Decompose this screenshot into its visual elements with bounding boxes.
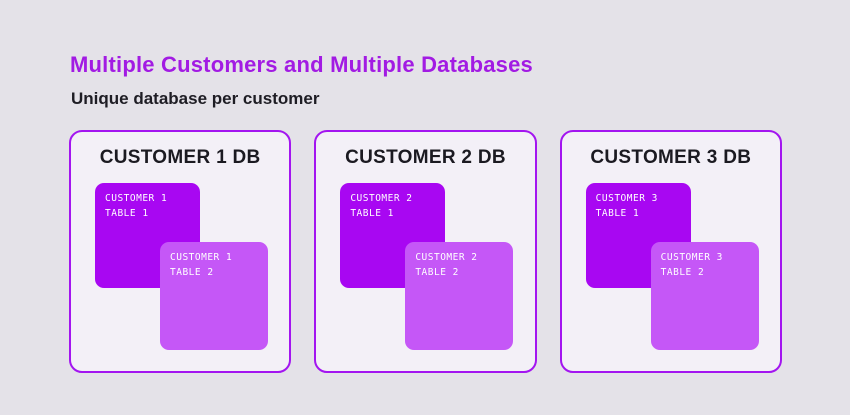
db-card-title: CUSTOMER 3 DB — [590, 147, 752, 168]
page-title: Multiple Customers and Multiple Database… — [70, 52, 533, 77]
customer-2-db-card: CUSTOMER 2 DB CUSTOMER 2 TABLE 1 CUSTOME… — [314, 130, 537, 373]
table-label-line: TABLE 2 — [660, 267, 705, 278]
db-card-title: CUSTOMER 2 DB — [345, 147, 506, 168]
customer-1-table-2-box: CUSTOMER 1 TABLE 2 — [160, 242, 268, 350]
customer-1-db-card: CUSTOMER 1 DB CUSTOMER 1 TABLE 1 CUSTOME… — [69, 130, 292, 373]
table-label-line: CUSTOMER 1 — [105, 193, 168, 204]
table-label-line: CUSTOMER 3 — [660, 252, 723, 263]
table-label-line: CUSTOMER 3 — [595, 193, 658, 204]
customer-3-table-2-box: CUSTOMER 3 TABLE 2 — [650, 242, 759, 350]
customer-2-table-2-box: CUSTOMER 2 TABLE 2 — [405, 242, 514, 350]
table-label-line: TABLE 1 — [595, 208, 640, 219]
db-card-title: CUSTOMER 1 DB — [99, 147, 261, 168]
customer-3-db-card: CUSTOMER 3 DB CUSTOMER 3 TABLE 1 CUSTOME… — [559, 130, 782, 373]
table-label-line: CUSTOMER 2 — [350, 193, 413, 204]
table-label-line: TABLE 1 — [105, 208, 149, 219]
table-label-line: CUSTOMER 2 — [415, 252, 478, 263]
table-label-line: TABLE 2 — [170, 267, 214, 278]
table-label-line: TABLE 1 — [350, 208, 394, 219]
database-cards-row: CUSTOMER 1 DB CUSTOMER 1 TABLE 1 CUSTOME… — [69, 130, 782, 373]
page-subtitle: Unique database per customer — [71, 89, 320, 108]
table-label-line: CUSTOMER 1 — [170, 252, 233, 263]
customer-1-table-1-box: CUSTOMER 1 TABLE 1 — [95, 183, 200, 288]
table-label-line: TABLE 2 — [415, 267, 459, 278]
